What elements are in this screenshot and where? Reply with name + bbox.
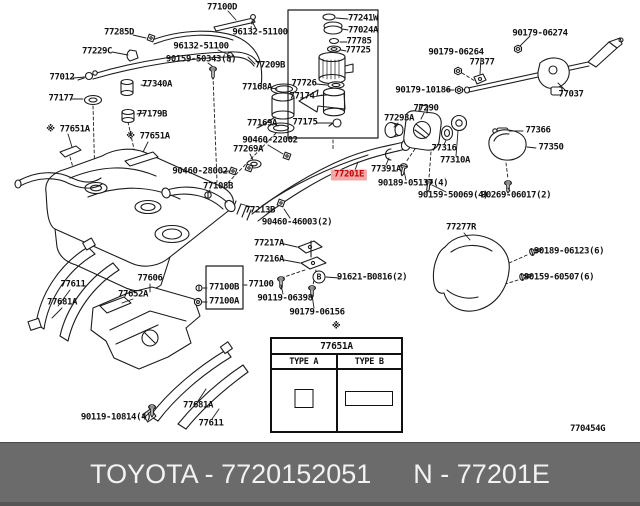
part-label-9046028002: 90460-28002 (172, 166, 228, 177)
part-label-91621b08162: 91621-B0816(2) (336, 272, 408, 283)
fuel-tank-drawing (45, 148, 234, 292)
type-a-header: TYPE A (272, 355, 338, 368)
part-label-77293a: 77293A (383, 113, 415, 124)
part-label-90269060172: 90269-06017(2) (480, 190, 552, 201)
part-label-77024a: 77024A (347, 25, 379, 36)
part-label-77606: 77606 (137, 273, 163, 284)
part-label-77269a: 77269A (232, 144, 264, 155)
fuel-filter-box-drawing (287, 9, 379, 139)
bracket-parts-drawing (297, 240, 327, 270)
part-label-77175: 77175 (292, 117, 318, 128)
part-label-9046022002: 90460-22002 (242, 135, 298, 146)
part-label-77285d: 77285D (103, 27, 135, 38)
part-label-77012: 77012 (49, 72, 75, 83)
part-label-77681a: 77681A (182, 400, 214, 411)
part-label-77213b: 77213B (244, 205, 276, 216)
part-label-77726: 77726 (291, 78, 317, 89)
part-label-77100: 77100 (248, 279, 274, 290)
parts-diagram-line-art (14, 9, 624, 430)
part-label-77229c: 77229C (81, 46, 113, 57)
part-label-77100b: 77100B (208, 282, 240, 293)
tank-shield-drawing (90, 286, 201, 370)
part-label-77168a: 77168A (241, 82, 273, 93)
part-number-labels: 77100D 77285D 96132-51100 77229C 96132-51100… (46, 2, 605, 429)
part-label-77611: 77611 (198, 418, 224, 429)
type-b-clip-shape (345, 391, 394, 406)
part-label-77350: 77350 (538, 142, 564, 153)
type-table-title: 77651A (272, 339, 401, 355)
part-label-90159503438: 90159-50343(8) (165, 54, 237, 65)
part-label-77681a: 77681A (46, 297, 78, 308)
part-label-9017906274: 90179-06274 (512, 28, 568, 39)
part-label-77209b: 77209B (254, 60, 286, 71)
footer-bottom-edge (0, 502, 640, 506)
part-label-77169a: 77169A (246, 118, 278, 129)
type-a-cell (272, 370, 338, 431)
part-label-77611: 77611 (60, 279, 86, 290)
part-label-77100a: 77100A (208, 296, 240, 307)
front-straps-drawing (27, 237, 120, 342)
fender-liner-drawing (432, 234, 510, 312)
part-label-9613251100: 96132-51100 (232, 27, 288, 38)
part-label-77391a: 77391A (370, 164, 402, 175)
footer-part-code-text: N - 77201E (413, 459, 550, 489)
part-label-90159500694: 90159-50069(4) (417, 190, 489, 201)
type-a-clip-shape (294, 389, 314, 408)
leader-lines (51, 10, 567, 420)
part-label-77100d: 77100D (206, 2, 238, 13)
part-label-77179b: 77179B (136, 109, 168, 120)
type-b-cell (338, 370, 402, 431)
part-label-77177: 77177 (48, 93, 74, 104)
exploded-parts-diagram: 77100D 77285D 96132-51100 77229C 96132-51100… (14, 2, 624, 434)
note-marker: ※ (331, 321, 341, 332)
clip-box-drawing (193, 265, 244, 310)
part-label-77340a: 77340A (141, 79, 173, 90)
part-label-77785: 77785 (346, 36, 372, 47)
inlet-parts-drawing (384, 104, 468, 151)
fuel-lid-drawing (488, 127, 527, 161)
type-table: 77651A TYPE A TYPE B (270, 337, 403, 433)
footer-part-number-text: TOYOTA - 7720152051 (90, 459, 372, 489)
part-label-90119108144: 90119-10814(4) (80, 412, 152, 423)
part-label-77217a: 77217A (253, 238, 285, 249)
part-label-9011906398: 90119-06398 (257, 293, 313, 304)
part-label-77216a: 77216A (253, 254, 285, 265)
part-label-77725: 77725 (345, 45, 371, 56)
part-label-77377: 77377 (469, 57, 495, 68)
part-label-9017906264: 90179-06264 (428, 47, 484, 58)
type-table-body (272, 370, 401, 431)
footer-banner: TOYOTA - 7720152051 N - 77201E (0, 442, 640, 506)
part-label-9017910186: 90179-10186 (395, 85, 451, 96)
top-tubes-drawing (59, 17, 263, 199)
part-label-77241w: 77241W (347, 13, 379, 24)
part-label-77310a: 77310A (439, 155, 471, 166)
selected-part-label: 77201E (330, 169, 368, 181)
part-label-77651a: ※ 77651A (46, 124, 90, 135)
part-label-77290: 77290 (413, 103, 439, 114)
part-label-77366: 77366 (525, 125, 551, 136)
part-label-9017906156: 90179-06156 (289, 307, 345, 318)
diagram-code: 770454G (570, 424, 606, 434)
part-label-9613251100: 96132-51100 (173, 41, 229, 52)
type-b-header: TYPE B (354, 356, 384, 367)
part-label-90189051374: 90189-05137(4) (377, 178, 449, 189)
part-label-77174: 77174 (289, 91, 315, 102)
part-label-77108b: 77108B (202, 181, 234, 192)
part-label-90189061236: 90189-06123(6) (533, 246, 605, 257)
lock-cable-drawing (463, 37, 624, 96)
part-label-90159605076: 90159-60507(6) (523, 272, 595, 283)
part-label-77316: 77316 (431, 143, 457, 154)
type-table-columns: TYPE A TYPE B (272, 355, 401, 370)
part-label-77652a: 77652A (117, 289, 149, 300)
part-label-77651a: ※ 77651A (126, 131, 170, 142)
part-label-90460460032: 90460-46003(2) (261, 217, 333, 228)
callout-b: B (312, 270, 326, 284)
part-label-77277r: 77277R (445, 222, 477, 233)
part-label-77037: 77037 (558, 89, 584, 100)
